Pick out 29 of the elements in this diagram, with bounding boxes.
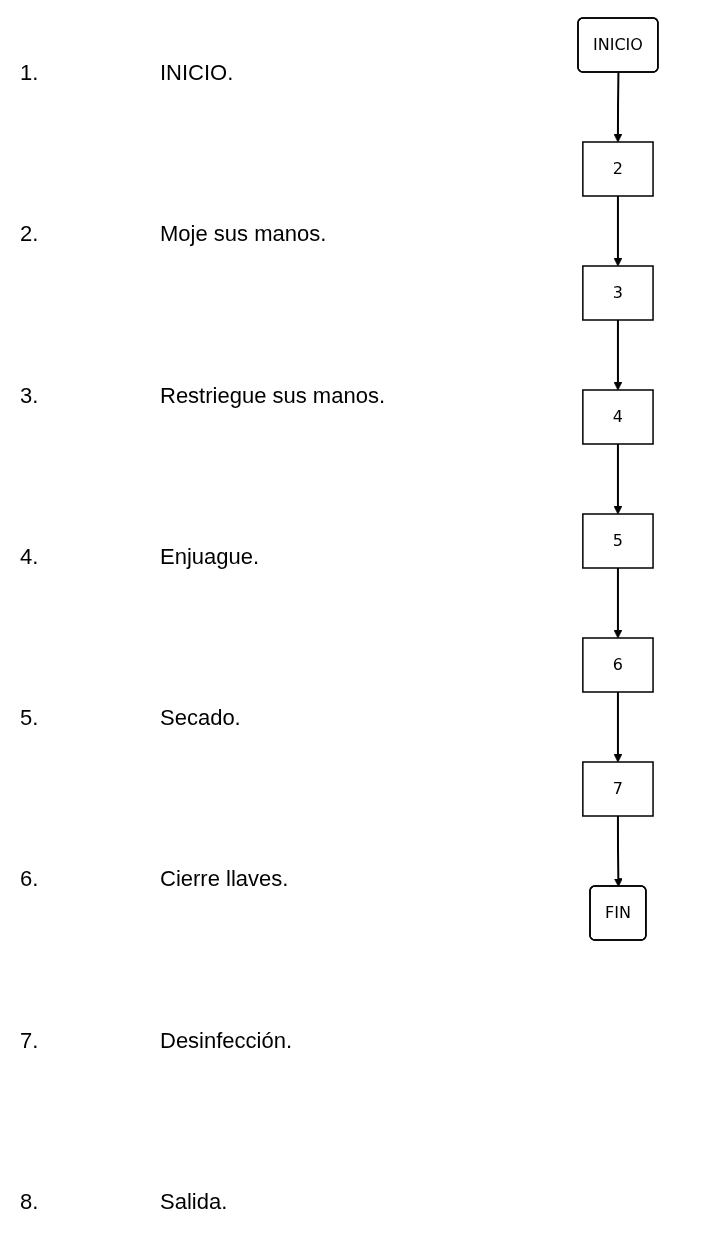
arrow: [613, 319, 623, 391]
arrow: [614, 815, 623, 887]
step-text: Salida.: [160, 1188, 228, 1215]
step-number: 4.: [20, 543, 40, 570]
arrow: [613, 691, 623, 763]
node-box: 5: [582, 513, 654, 569]
arrow: [613, 195, 623, 267]
step-text: Enjuague.: [160, 543, 260, 570]
step-text: Restriegue sus manos.: [160, 382, 385, 409]
arrow: [613, 567, 623, 639]
step-text: Desinfección.: [160, 1027, 293, 1054]
step-number: 2.: [20, 221, 40, 248]
step-text: Cierre llaves.: [160, 866, 289, 893]
step-number: 3.: [20, 382, 40, 409]
step-text: Secado.: [160, 705, 241, 732]
arrow: [613, 443, 623, 515]
arrow: [613, 71, 623, 143]
step-text: INICIO.: [160, 60, 234, 86]
node-box: 6: [582, 637, 654, 693]
step-number: 1.: [20, 60, 40, 86]
step-number: 6.: [20, 866, 40, 893]
step-number: 7.: [20, 1027, 40, 1054]
step-text: Moje sus manos.: [160, 221, 327, 248]
step-number: 8.: [20, 1188, 40, 1215]
node-box: 3: [582, 265, 654, 321]
node-box: 4: [582, 389, 654, 445]
node-box: 2: [582, 141, 654, 197]
node-box: 7: [582, 761, 654, 817]
step-number: 5.: [20, 705, 40, 732]
